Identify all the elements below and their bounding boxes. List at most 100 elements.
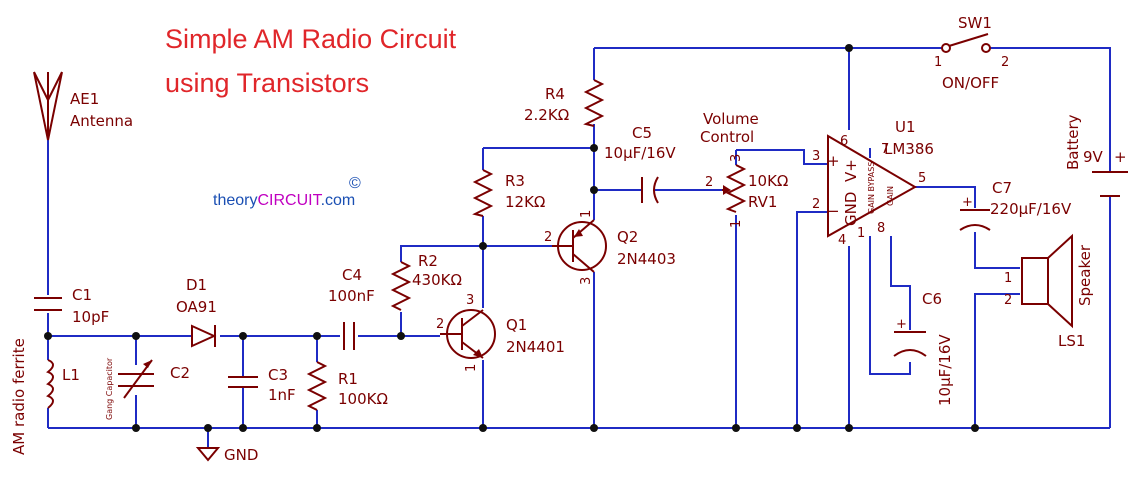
c6-plus: +: [896, 317, 907, 332]
variable-capacitor-c2: C2 Gang Capacitor: [105, 357, 190, 420]
c2-name: Gang Capacitor: [105, 357, 114, 420]
battery-value: 9V: [1083, 148, 1104, 166]
antenna-ref: AE1: [70, 90, 99, 108]
r4-value: 2.2KΩ: [524, 106, 569, 124]
u1-pin-7: 7: [881, 142, 889, 157]
junction: [479, 242, 487, 250]
u1-pin-3: 3: [812, 149, 820, 164]
q1-pin-2: 2: [436, 317, 444, 332]
rv1-pin-2: 2: [705, 175, 713, 190]
q2-pin-2: 2: [544, 230, 552, 245]
capacitor-c4: C4 100nF: [328, 266, 375, 350]
c7-ref: C7: [992, 179, 1012, 197]
q1-pin-3: 3: [466, 293, 474, 308]
rv1-name-2: Control: [700, 128, 754, 146]
c1-ref: C1: [72, 286, 92, 304]
junction: [732, 424, 740, 432]
q2-ref: Q2: [617, 228, 638, 246]
c5-ref: C5: [632, 124, 652, 142]
capacitor-c6: + C6 10µF/16V: [893, 290, 954, 406]
c7-plus: +: [962, 195, 973, 210]
c6-value: 10µF/16V: [936, 334, 954, 406]
wire-u1-pin1: [869, 148, 911, 375]
sw1-name: ON/OFF: [942, 74, 999, 92]
resistor-r3: R3 12KΩ: [472, 169, 545, 217]
u1-value: LM386: [884, 140, 934, 158]
c7-value: 220µF/16V: [990, 200, 1072, 218]
junction: [793, 424, 801, 432]
u1-pin-6: 6: [840, 134, 848, 149]
r2-ref: R2: [418, 252, 438, 270]
speaker-pin-1: 1: [1004, 271, 1012, 286]
junction: [313, 424, 321, 432]
junction: [132, 424, 140, 432]
c2-ref: C2: [170, 364, 190, 382]
q2-value: 2N4403: [617, 250, 676, 268]
capacitor-c3: C3 1nF: [228, 366, 296, 404]
c5-value: 10µF/16V: [604, 144, 676, 162]
junction: [204, 424, 212, 432]
rv1-name-1: Volume: [703, 110, 759, 128]
c4-ref: C4: [342, 266, 362, 284]
wire-output: [915, 186, 976, 208]
r1-ref: R1: [338, 370, 358, 388]
resistor-r2: R2 430KΩ: [390, 252, 462, 311]
sw1-pin-2: 2: [1001, 55, 1009, 70]
d1-value: OA91: [176, 298, 217, 316]
wires: [47, 47, 1111, 448]
wire-u1-pin8: [890, 236, 911, 330]
capacitor-c1: C1 10pF: [34, 286, 109, 326]
speaker-ref: LS1: [1058, 332, 1085, 350]
capacitor-c5: C5 10µF/16V: [604, 124, 676, 204]
ground-symbol: GND: [195, 446, 258, 464]
u1-vplus-text: V+: [842, 159, 860, 182]
junction: [239, 332, 247, 340]
junction: [239, 424, 247, 432]
junction: [479, 424, 487, 432]
q1-value: 2N4401: [506, 338, 565, 356]
u1-pin-1: 1: [857, 226, 865, 241]
speaker-ls1: 1 2 Speaker LS1: [1004, 233, 1094, 350]
rv1-value: 10KΩ: [748, 172, 788, 190]
d1-ref: D1: [186, 276, 207, 294]
rv1-ref: RV1: [748, 193, 777, 211]
ferrite-name: AM radio ferrite: [10, 338, 28, 455]
q1-ref: Q1: [506, 316, 527, 334]
l1-ref: L1: [62, 366, 80, 384]
q2-pin-1: 1: [579, 210, 594, 218]
u1-pin-5: 5: [918, 171, 926, 186]
c6-ref: C6: [922, 290, 942, 308]
rv1-pin-3: 3: [729, 154, 744, 162]
supply-rail: [594, 47, 1111, 428]
battery-plus: +: [1114, 148, 1127, 166]
transistor-q2: 2 1 3 Q2 2N4403: [544, 210, 676, 285]
junction: [313, 332, 321, 340]
junction: [397, 332, 405, 340]
junctions: [44, 44, 979, 432]
q1-pin-1: 1: [464, 364, 479, 372]
resistor-r1: R1 100KΩ: [306, 361, 388, 411]
wire-speaker: [974, 232, 1020, 428]
wire-u1-pin2: [796, 211, 828, 428]
title-line-1: Simple AM Radio Circuit: [165, 24, 457, 54]
amplifier-u1: + − 3 2 5 6 7 4 1 8 GND V+ GAIN BYPASS G…: [812, 118, 934, 248]
battery-name: Battery: [1064, 114, 1082, 170]
r1-value: 100KΩ: [338, 390, 388, 408]
watermark-copyright: ©: [349, 175, 361, 192]
inductor-l1: L1 AM radio ferrite: [10, 338, 80, 455]
junction: [132, 332, 140, 340]
r2-value: 430KΩ: [412, 271, 462, 289]
junction: [971, 424, 979, 432]
u1-gain-text: GAIN: [886, 186, 895, 206]
junction: [590, 424, 598, 432]
u1-pin-4: 4: [838, 233, 846, 248]
transistor-q1: 2 3 1 Q1 2N4401: [436, 293, 565, 372]
battery: + Battery 9V: [1064, 114, 1128, 197]
junction: [845, 424, 853, 432]
u1-pin-2: 2: [812, 197, 820, 212]
rv1-pin-1: 1: [729, 220, 744, 228]
junction: [590, 186, 598, 194]
speaker-name: Speaker: [1076, 244, 1094, 306]
c1-value: 10pF: [72, 308, 109, 326]
